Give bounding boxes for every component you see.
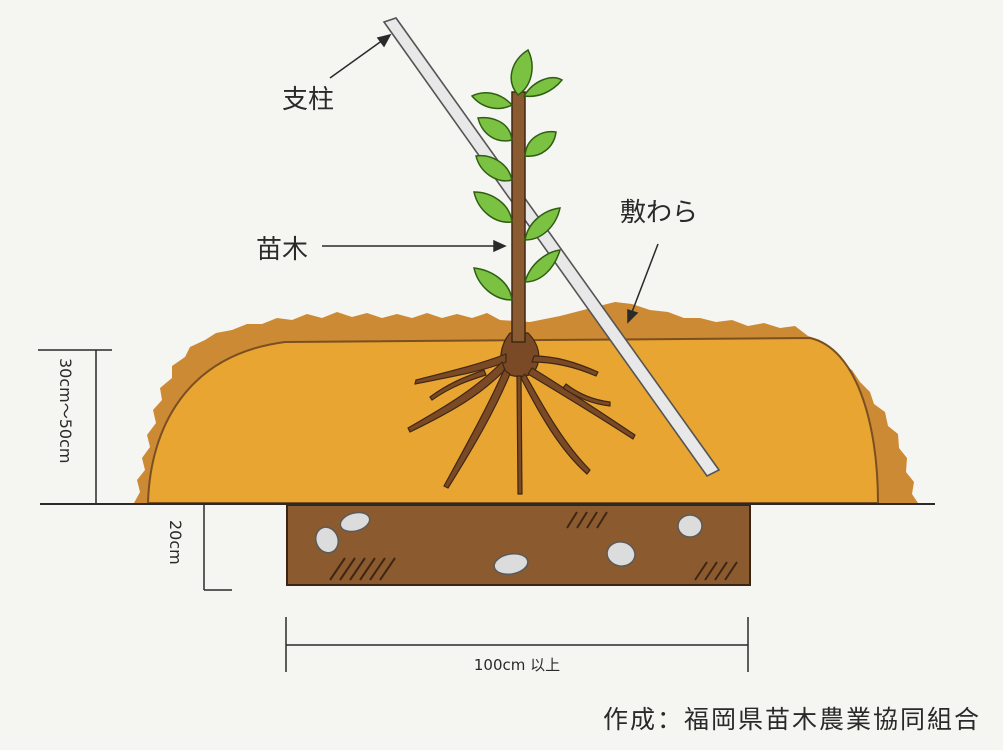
leaf <box>470 92 514 110</box>
root <box>562 383 611 407</box>
stake-pole <box>382 17 721 478</box>
root <box>407 361 506 433</box>
leaf <box>473 267 513 301</box>
root <box>414 353 507 385</box>
stone <box>606 541 636 567</box>
stone <box>677 514 703 538</box>
stake-label: 支柱 <box>282 85 334 115</box>
width-label: 100cm 以上 <box>474 656 560 674</box>
root <box>443 369 511 489</box>
pit-stones <box>314 511 703 576</box>
leaf <box>473 191 513 223</box>
stone <box>314 526 340 554</box>
straw-mulch-label: 敷わら <box>620 198 698 228</box>
callouts <box>322 33 659 324</box>
root <box>516 375 523 495</box>
seedling-arrowhead <box>493 239 507 253</box>
roots <box>407 332 636 495</box>
leaf <box>524 249 562 283</box>
stone <box>339 511 371 533</box>
root <box>527 367 636 440</box>
leaf <box>475 154 513 182</box>
seedling-stem <box>511 91 526 343</box>
straw-arrowhead <box>627 308 639 324</box>
leaf <box>522 76 564 98</box>
credit-text: 作成：福岡県苗木農業協同組合 <box>602 705 981 734</box>
mound <box>134 302 918 504</box>
mound-soil <box>146 336 880 504</box>
seedling-label: 苗木 <box>256 235 308 265</box>
stake-pointer <box>329 39 384 79</box>
leaf <box>524 130 557 157</box>
stake <box>382 17 721 478</box>
straw-pointer <box>631 243 659 313</box>
leaf <box>477 116 513 142</box>
root <box>429 369 487 401</box>
planting-pit <box>286 504 751 586</box>
pit-hatching <box>329 511 738 581</box>
pit-depth-label: 20cm <box>166 520 185 565</box>
leaves <box>470 48 564 301</box>
mound-height-label: 30cm〜50cm <box>56 358 75 464</box>
root <box>531 355 599 377</box>
stone <box>493 552 529 576</box>
leaf <box>524 207 561 241</box>
stake-arrowhead <box>376 33 392 48</box>
dimension-lines <box>38 349 749 672</box>
root <box>520 373 591 475</box>
leaf <box>510 48 533 96</box>
